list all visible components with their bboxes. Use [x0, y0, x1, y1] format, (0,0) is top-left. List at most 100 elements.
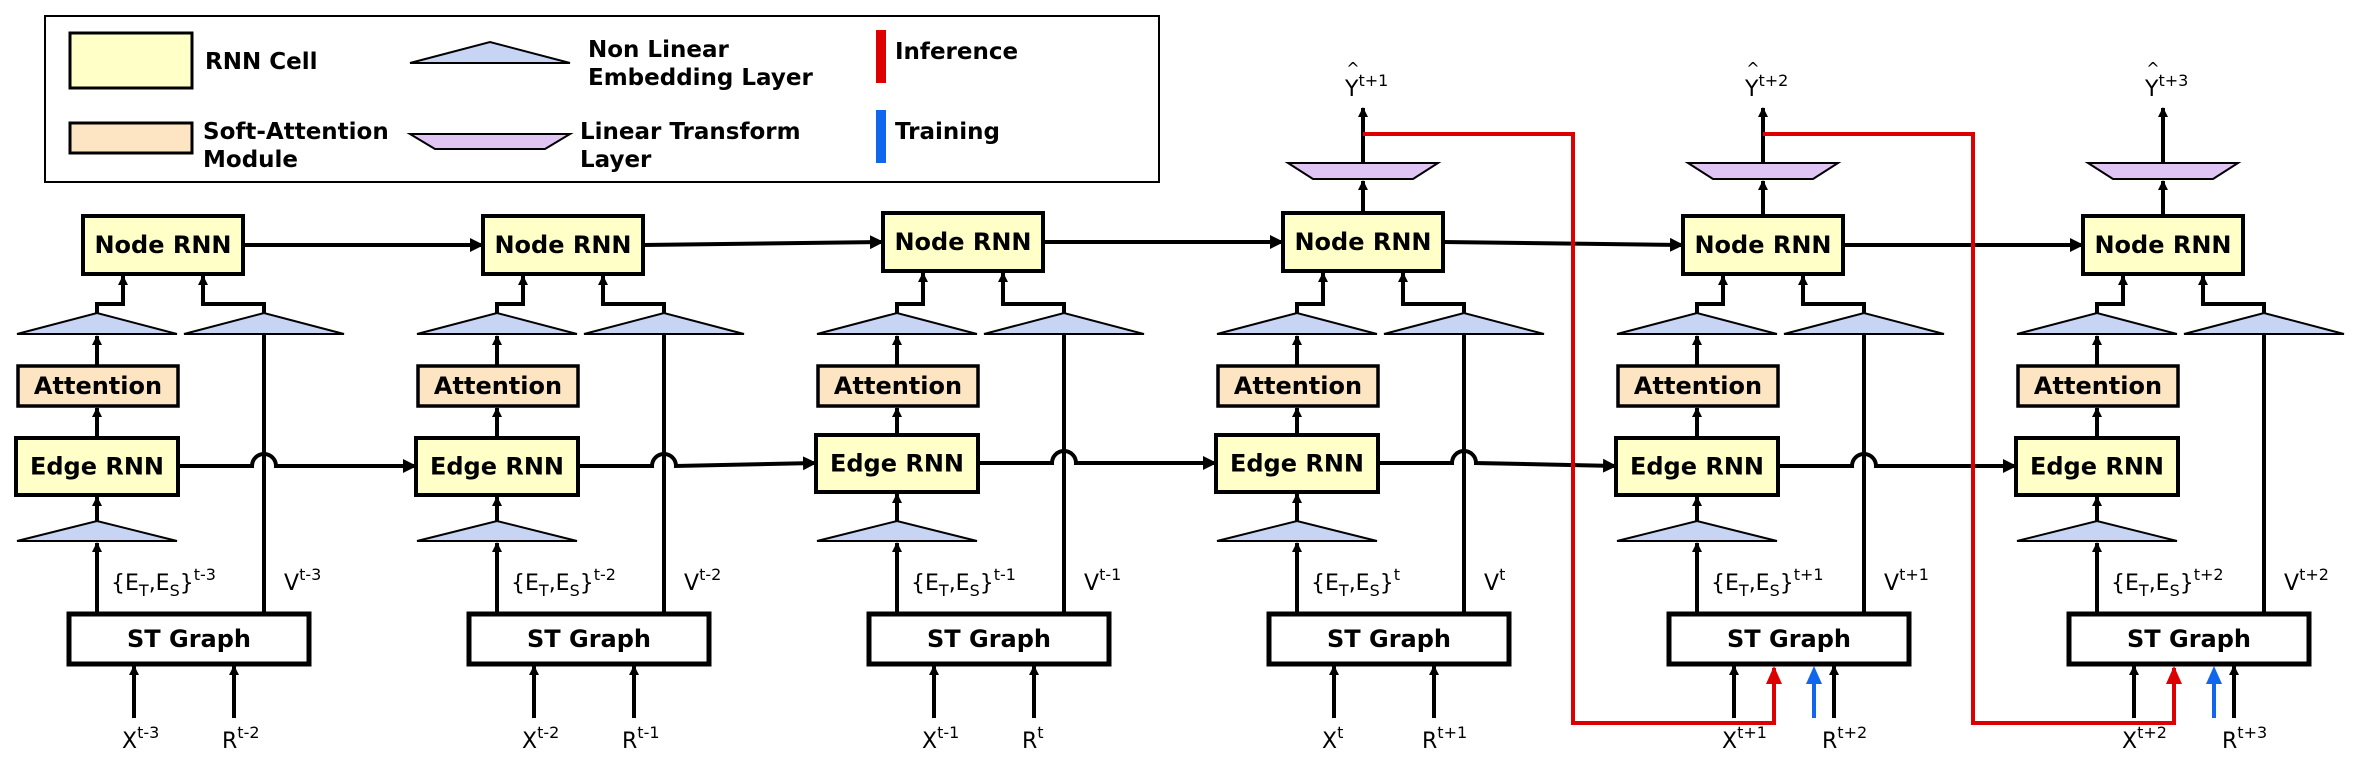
node-features-label: Vt+1	[1884, 565, 1929, 596]
edge-rnn-recurrent-link	[978, 449, 1217, 470]
node-features-label: Vt-3	[284, 565, 321, 596]
edge-embedding	[2016, 519, 2178, 542]
edge-rnn-label: Edge RNN	[1230, 450, 1364, 478]
legend-box	[44, 15, 1160, 183]
r-input-label: Rt+3	[2222, 723, 2267, 754]
node-rnn	[481, 214, 645, 276]
training-arrowhead	[2206, 666, 2222, 684]
node-embedding-left	[816, 311, 978, 335]
legend-embedding-label-line2: Embedding Layer	[588, 65, 813, 91]
output-linear-layer	[1684, 162, 1842, 180]
edge-rnn-label: Edge RNN	[2030, 453, 2164, 481]
legend-attention-label-line1: Soft-Attention	[203, 119, 389, 145]
edge-rnn-label: Edge RNN	[30, 453, 164, 481]
st-graph	[66, 611, 312, 667]
node-embedding-right	[183, 311, 345, 335]
embed-right-to-node	[2198, 275, 2266, 313]
edge-embedding	[1216, 519, 1378, 542]
inference-feedback-paths	[1363, 132, 2222, 725]
inference-feedback	[1763, 132, 2176, 725]
node-embedding-right	[2183, 311, 2345, 335]
node-rnn-label: Node RNN	[1294, 228, 1431, 256]
inference-arrowhead	[2166, 666, 2182, 684]
x-input-label: Xt-3	[122, 723, 159, 754]
timestep-column: Node RNN Edge RNN Attention ST Graph {ET,ES}…	[814, 211, 1145, 754]
node-rnn	[1281, 211, 1445, 273]
st-graph	[1666, 611, 1912, 667]
edge-rnn	[814, 433, 980, 494]
legend-attention-label-line2: Module	[203, 147, 298, 173]
node-features-label: Vt-1	[1084, 565, 1121, 596]
y-hat-mark: ^	[2146, 59, 2159, 78]
output-linear-layer	[1284, 162, 1442, 180]
legend-attention-swatch	[68, 121, 194, 155]
embed-right-to-node	[198, 275, 266, 313]
edge-embedding	[416, 519, 578, 542]
legend: RNN Cell Soft-Attention Module Non Linea…	[44, 15, 1160, 183]
legend-training-label: Training	[895, 119, 1000, 145]
node-rnn-recurrent-link	[1442, 237, 1684, 252]
node-embedding-left	[1616, 311, 1778, 335]
attention-module-label: Attention	[434, 372, 562, 400]
st-graph	[466, 611, 712, 667]
embed-right-to-node	[598, 275, 666, 313]
y-output-label: Yt+1	[1344, 71, 1388, 102]
edge-embedding	[16, 519, 178, 542]
edge-features-label: {ET,ES}t-1	[911, 565, 1016, 600]
node-embedding-right	[983, 311, 1145, 335]
output-linear-layer	[2084, 162, 2242, 180]
y-hat-mark: ^	[1346, 59, 1359, 78]
st-graph	[866, 611, 1112, 667]
legend-inference-swatch	[876, 30, 886, 83]
edge-rnn	[414, 436, 580, 497]
attention-module-label: Attention	[34, 372, 162, 400]
edge-rnn-recurrent-link	[1378, 449, 1617, 473]
edge-rnn-recurrent-link	[178, 452, 417, 473]
edge-rnn-recurrent-link	[578, 452, 817, 471]
attention-module-label: Attention	[834, 372, 962, 400]
y-output-label: Yt+3	[2144, 71, 2188, 102]
edge-rnn-label: Edge RNN	[830, 450, 964, 478]
legend-linear-label-line1: Linear Transform	[580, 119, 801, 145]
node-rnn-label: Node RNN	[1694, 231, 1831, 259]
y-output-label: Yt+2	[1744, 71, 1788, 102]
legend-linear-swatch	[406, 133, 574, 150]
r-input-label: Rt	[1022, 723, 1044, 754]
legend-training-swatch	[876, 110, 886, 163]
node-embedding-left	[16, 311, 178, 335]
attention-module	[1616, 364, 1780, 408]
legend-embedding-swatch	[409, 40, 571, 64]
st-graph-label: ST Graph	[1727, 625, 1851, 653]
embed-left-to-node	[1697, 275, 1728, 306]
node-rnn-label: Node RNN	[894, 228, 1031, 256]
legend-rnn-cell-swatch	[68, 31, 194, 90]
node-embedding-left	[1216, 311, 1378, 335]
st-graph-label: ST Graph	[527, 625, 651, 653]
x-input-label: Xt+1	[1722, 723, 1767, 754]
st-graph-label: ST Graph	[927, 625, 1051, 653]
st-graph-label: ST Graph	[2127, 625, 2251, 653]
node-features-label: Vt-2	[684, 565, 721, 596]
inference-arrowhead	[1766, 666, 1782, 684]
edge-features-label: {ET,ES}t-3	[111, 565, 216, 600]
attention-module-label: Attention	[1634, 372, 1762, 400]
node-rnn-recurrent-link	[642, 235, 884, 250]
node-embedding-right	[1383, 311, 1545, 335]
edge-rnn	[1214, 433, 1380, 494]
embed-left-to-node	[97, 275, 128, 306]
edge-rnn-label: Edge RNN	[1630, 453, 1764, 481]
embed-left-to-node	[497, 275, 528, 306]
legend-rnn-cell-label: RNN Cell	[205, 49, 317, 75]
attention-module-label: Attention	[1234, 372, 1362, 400]
node-rnn-label: Node RNN	[2094, 231, 2231, 259]
embed-left-to-node	[2097, 275, 2128, 306]
node-embedding-right	[1783, 311, 1945, 335]
st-graph	[2066, 611, 2312, 667]
st-graph	[1266, 611, 1512, 667]
r-input-label: Rt-2	[222, 723, 260, 754]
r-input-label: Rt+1	[1422, 723, 1467, 754]
